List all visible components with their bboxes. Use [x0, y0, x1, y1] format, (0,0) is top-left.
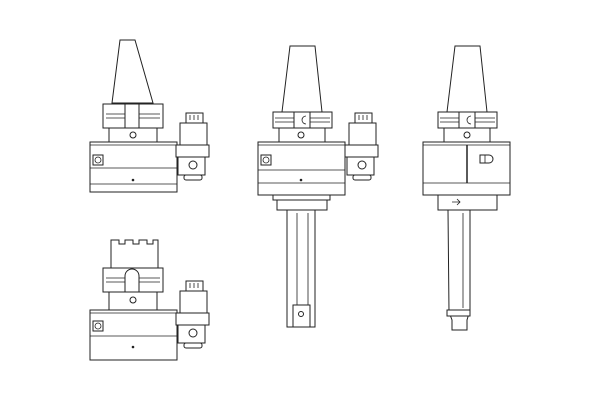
taper-shank [111, 39, 154, 104]
d-key-icon [479, 154, 494, 164]
angle-head-front-view [257, 45, 379, 328]
screw-icon [260, 154, 272, 166]
castellated-head [110, 239, 159, 269]
adapter [175, 280, 210, 349]
screw-icon [92, 154, 104, 166]
body [89, 309, 178, 361]
adapter [175, 112, 210, 181]
tool-holder-view-1 [89, 39, 210, 193]
taper-shank [446, 45, 488, 113]
taper-shank [281, 45, 323, 113]
body [257, 141, 346, 196]
tool-holder-view-2 [89, 239, 210, 361]
adapter [344, 112, 379, 181]
screw-icon [92, 320, 104, 332]
body [89, 141, 178, 193]
angle-head-side-view [422, 45, 511, 331]
